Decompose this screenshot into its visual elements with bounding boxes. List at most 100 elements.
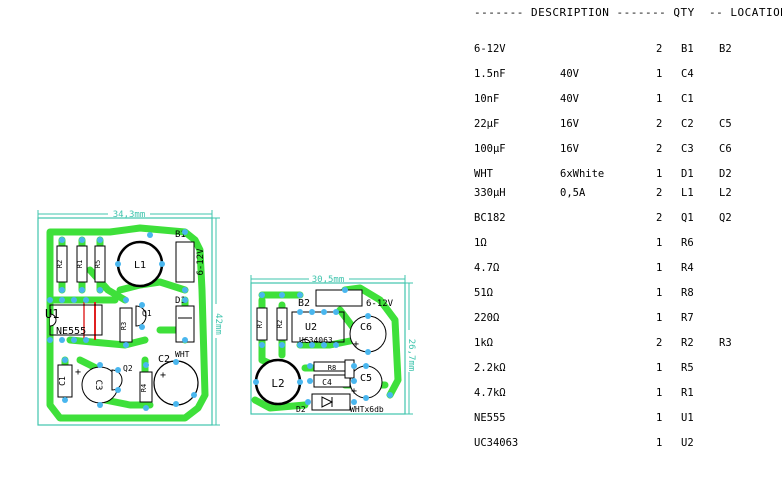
bom-part-qty: 1: [656, 387, 663, 399]
bom-part-qty: 1: [656, 437, 663, 449]
bom-part-qty: 2: [656, 143, 663, 155]
bom-part-qty: 2: [656, 337, 663, 349]
board-1: 34,3mm 42mm L1: [37, 207, 223, 426]
bom-part-location: R7: [681, 312, 694, 324]
bom-part-name: 10nF: [474, 93, 500, 105]
bom-part-qty: 1: [656, 262, 663, 274]
bom-part-location: C1: [681, 93, 694, 105]
bom-part-location: R2: [681, 337, 694, 349]
r8-label: R8: [328, 364, 336, 372]
bom-part-name: 2.2kΩ: [474, 362, 506, 374]
q1-label: Q1: [142, 309, 152, 318]
r5-label: R5: [94, 260, 102, 268]
ne555-label: NE555: [56, 326, 86, 337]
whtx6db-label: WHTx6db: [350, 405, 384, 414]
bom-part-rating: 16V: [560, 143, 579, 155]
bom-part-name: 330µH: [474, 187, 506, 199]
bom-part-location: R8: [681, 287, 694, 299]
bom-part-rating: 6xWhite: [560, 168, 605, 180]
board-2: 30,5mm 26,7mm B2 6-12V R7 R2: [250, 272, 416, 415]
b2-voltage-label: 6-12V: [366, 299, 394, 309]
bom-part-name: 4.7Ω: [474, 262, 500, 274]
bom-part-rating: 40V: [560, 93, 579, 105]
c2-label: C2: [158, 354, 170, 365]
bom-part-location: L1: [681, 187, 694, 199]
bom-row: 4.7kΩ 1 R1: [474, 387, 780, 403]
svg-text:+: +: [75, 367, 81, 378]
b2-label: B2: [298, 298, 310, 309]
bom-part-qty: 1: [656, 93, 663, 105]
bom-part-rating: 40V: [560, 68, 579, 80]
bom-row: 1Ω 1 R6: [474, 237, 780, 253]
bom-part-location: R5: [681, 362, 694, 374]
bom-part-name: 1kΩ: [474, 337, 493, 349]
bom-part-location: C4: [681, 68, 694, 80]
c6-label: C6: [360, 322, 372, 333]
bom-part-location: B2: [719, 43, 732, 55]
d2-label: D2: [296, 405, 306, 414]
bom-part-qty: 1: [656, 68, 663, 80]
bom-part-location: Q1: [681, 212, 694, 224]
c1-label: C1: [58, 376, 67, 386]
bom-part-name: 1.5nF: [474, 68, 506, 80]
bom-part-name: 1Ω: [474, 237, 487, 249]
uc34063-label: UC34063: [299, 336, 333, 345]
svg-text:R2: R2: [276, 320, 284, 328]
svg-text:+: +: [351, 386, 357, 397]
bom-part-name: 51Ω: [474, 287, 493, 299]
bom-part-qty: 1: [656, 237, 663, 249]
bom-row: UC34063 1 U2: [474, 437, 780, 453]
bom-part-rating: 16V: [560, 118, 579, 130]
b1-label: B1: [175, 230, 186, 240]
bom-row: 51Ω 1 R8: [474, 287, 780, 303]
r3-label: R3: [120, 322, 128, 330]
b1-voltage-label: 6-12V: [196, 248, 206, 276]
bom-part-name: 100µF: [474, 143, 506, 155]
bom-part-name: 6-12V: [474, 43, 506, 55]
d1-label: D1: [175, 296, 186, 306]
bom-part-name: WHT: [474, 168, 493, 180]
bom-part-location: Q2: [719, 212, 732, 224]
l1-label: L1: [134, 260, 146, 271]
bom-part-name: UC34063: [474, 437, 519, 449]
r2-label: R2: [56, 260, 64, 268]
bom-part-qty: 1: [656, 287, 663, 299]
bom-part-location: C5: [719, 118, 732, 130]
bom-part-location: U2: [681, 437, 694, 449]
c4-label: C4: [322, 378, 332, 387]
c3-label: C3: [93, 380, 103, 391]
r1-label: R1: [76, 260, 84, 268]
svg-text:+: +: [353, 339, 359, 350]
bom-part-name: 4.7kΩ: [474, 387, 506, 399]
bom-part-location: R3: [719, 337, 732, 349]
board1-height-label: 42mm: [213, 313, 223, 335]
bom-part-location: B1: [681, 43, 694, 55]
r7-label: R7: [256, 320, 264, 328]
bom-part-qty: 1: [656, 312, 663, 324]
bom-row: 10nF 40V 1 C1: [474, 93, 780, 109]
bom-row: 1kΩ 2 R2 R3: [474, 337, 780, 353]
bom-part-location: R6: [681, 237, 694, 249]
bom-row: 1.5nF 40V 1 C4: [474, 68, 780, 84]
board2-height-label: 26,7mm: [406, 339, 416, 372]
d1-wht-label: WHT: [175, 350, 190, 359]
bom-part-name: BC182: [474, 212, 506, 224]
board2-width-label: 30,5mm: [312, 275, 345, 285]
l2-label: L2: [271, 377, 284, 390]
bom-part-location: L2: [719, 187, 732, 199]
bom-header: ------- DESCRIPTION ------- QTY -- LOCAT…: [474, 6, 782, 19]
bom-part-location: R1: [681, 387, 694, 399]
bom-part-qty: 1: [656, 412, 663, 424]
q2-label: Q2: [123, 364, 133, 373]
c5-label: C5: [360, 373, 372, 384]
bom-part-location: C2: [681, 118, 694, 130]
bom-part-location: D2: [719, 168, 732, 180]
